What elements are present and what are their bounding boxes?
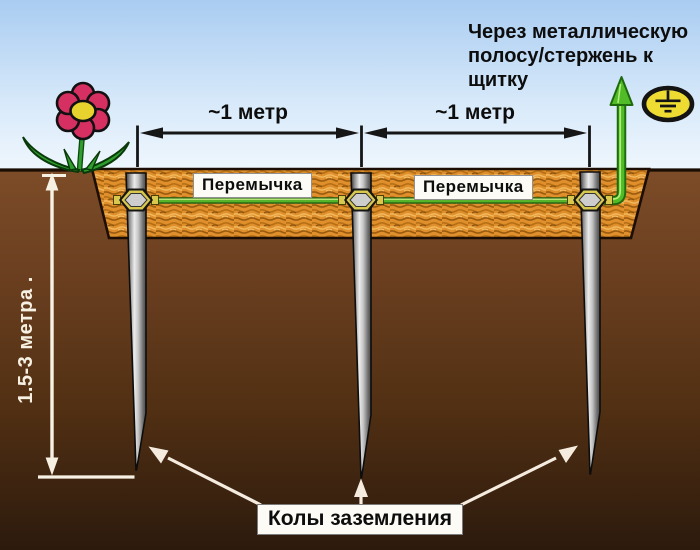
spacing-dim-label-1: ~1 метр (208, 101, 288, 124)
up-arrow-green (609, 76, 634, 106)
grounding-rod-1 (125, 172, 147, 471)
grounding-rod-3 (579, 171, 601, 475)
depth-dim-label: 1.5-3 метра . (15, 276, 37, 404)
stake-callout-arrows (148, 445, 578, 507)
depth-dimension (38, 172, 135, 479)
grounding-rod-2 (350, 172, 372, 479)
clamp-3 (567, 188, 613, 212)
earth-ground-symbol-icon (641, 85, 695, 123)
sky (0, 0, 700, 172)
panel-note-text: Через металлическую полосу/стержень к щи… (468, 21, 689, 91)
clamp-1 (113, 188, 159, 212)
rod-clamps (113, 188, 613, 212)
flower-icon (22, 81, 130, 175)
riser-conductor (604, 76, 634, 206)
clamp-2 (338, 188, 384, 212)
spacing-dimensions (136, 125, 591, 167)
jumper-label-2: Перемычка (414, 175, 533, 200)
jumper-label-1: Перемычка (193, 173, 312, 198)
grounding-rods (125, 171, 601, 479)
spacing-dim-label-2: ~1 метр (435, 101, 515, 124)
stakes-callout-label: Колы заземления (257, 504, 463, 535)
